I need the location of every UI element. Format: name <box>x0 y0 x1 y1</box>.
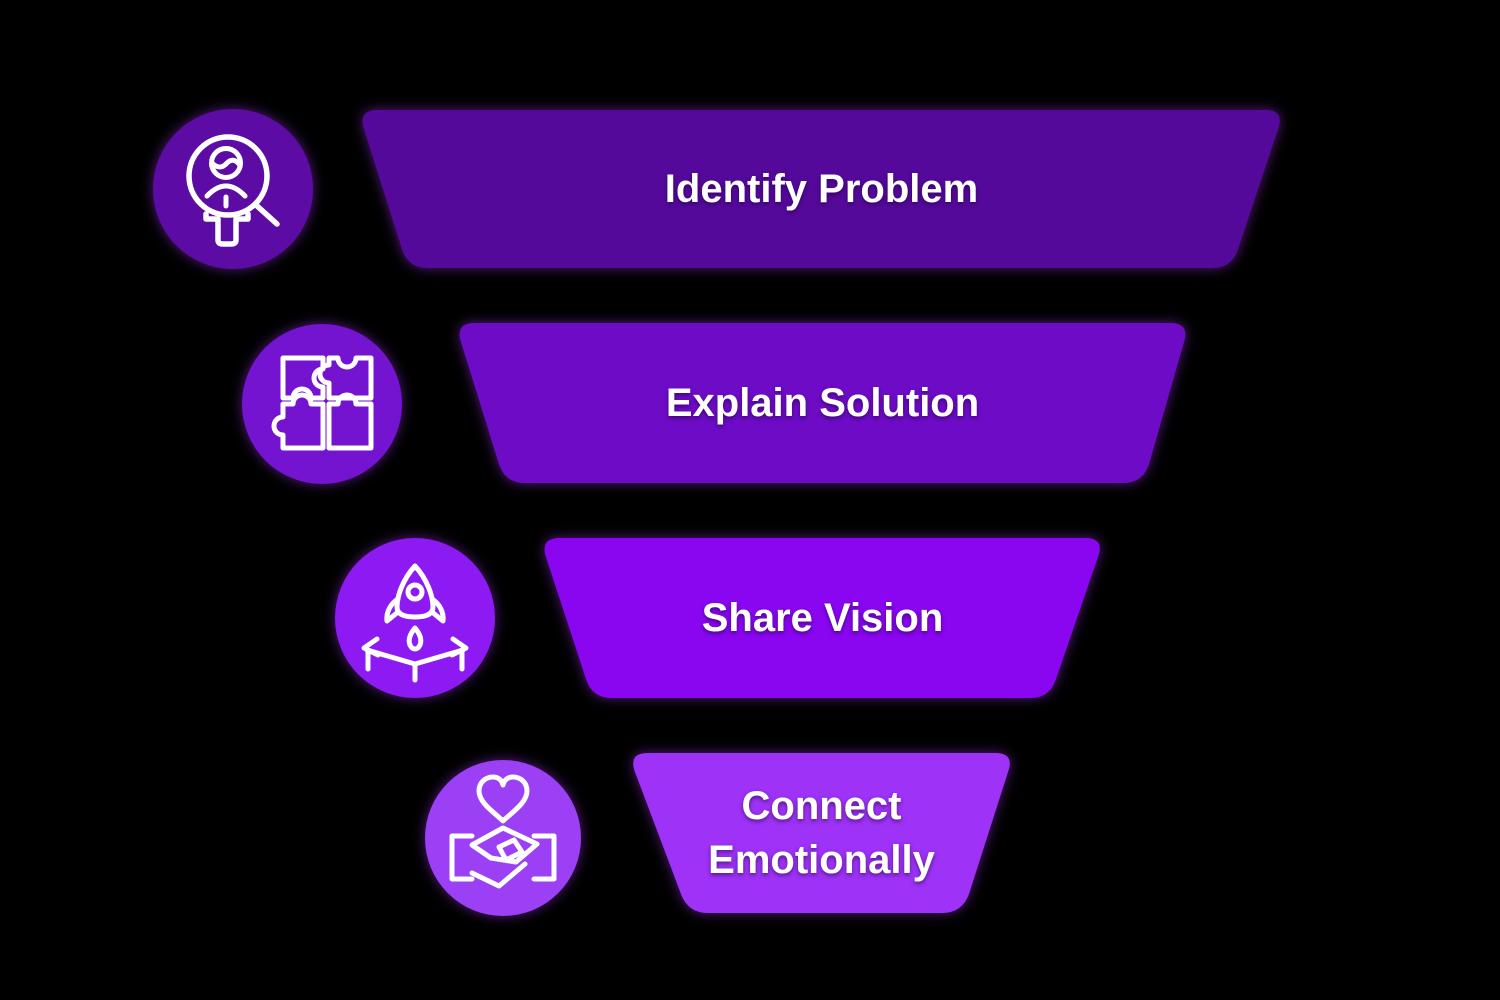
funnel-stage-1 <box>153 109 1280 269</box>
heart-handshake-icon <box>449 774 557 889</box>
funnel-stage-4 <box>425 753 1010 916</box>
puzzle-icon <box>271 355 374 451</box>
funnel-stage-2 <box>242 323 1186 484</box>
funnel-stage-3 <box>335 538 1100 698</box>
funnel-stage-2-shape <box>459 323 1186 483</box>
person-search-icon <box>186 134 280 247</box>
funnel-stage-3-shape <box>544 538 1100 698</box>
funnel-stage-1-shape <box>362 110 1280 268</box>
rocket-launch-icon <box>361 563 469 683</box>
funnel-stage-4-shape <box>633 753 1010 913</box>
